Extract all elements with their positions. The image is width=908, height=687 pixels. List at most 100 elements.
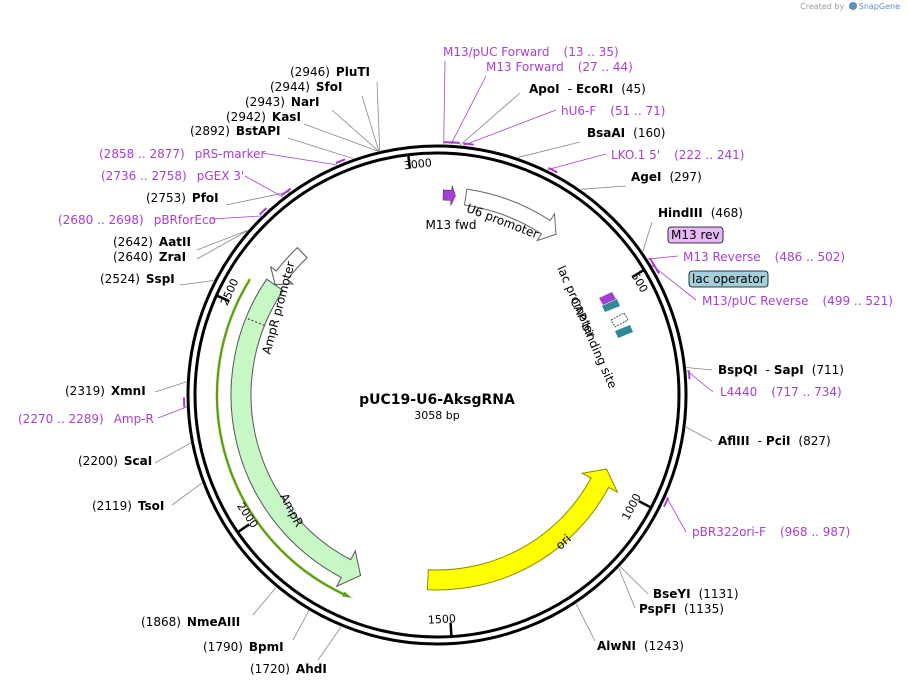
enzyme-label: BseYI(1131) (653, 587, 739, 601)
tick-mark (406, 154, 412, 169)
enzyme-label: BsaAI(160) (587, 126, 665, 140)
label-leader-line (154, 442, 191, 464)
label-leader-line (618, 567, 636, 609)
primer-label: L4440(717 .. 734) (720, 385, 842, 399)
primer-label: M13 Forward(27 .. 44) (486, 60, 633, 74)
u6-promoter-arrow (463, 188, 557, 242)
lac-operator-label: lac operator (692, 272, 765, 286)
primer-label: M13 Reverse(486 .. 502) (683, 250, 845, 264)
ampr-signal-divider (245, 317, 265, 326)
primer-label: pBR322ori-F(968 .. 987) (692, 525, 850, 539)
label-leader-line (292, 610, 310, 641)
primer-site-mark (280, 187, 292, 197)
enzyme-label: HindIII(468) (658, 206, 743, 220)
credit-prefix: Created by (800, 2, 845, 11)
feature-label-cap-binding-site: CAP binding site (567, 296, 620, 391)
label-leader-line (157, 406, 187, 419)
label-leader-line (179, 280, 214, 286)
enzyme-labels-left: (2946)PluTI (2944)SfoI (2943)NarI (2942)… (65, 65, 370, 676)
label-leader-line (196, 230, 248, 260)
enzyme-label: AgeI(297) (631, 170, 702, 184)
label-leader-line (154, 381, 187, 393)
label-leader-line (317, 626, 342, 661)
enzyme-label: (2524)SspI (100, 272, 175, 286)
primer-label: (2858 .. 2877)pRS-marker (99, 147, 265, 161)
label-leader-line (686, 370, 714, 393)
tick-mark (215, 294, 230, 303)
label-leader-line (463, 109, 557, 146)
m13-rev-label: M13 rev (671, 228, 720, 242)
plasmid-length: 3058 bp (414, 409, 459, 422)
label-leader-line (261, 152, 337, 166)
ampr-cds-arrow (215, 277, 355, 600)
label-leader-line (459, 92, 521, 146)
primer-site-mark (652, 263, 660, 275)
primer-site-mark (258, 207, 268, 216)
enzyme-label: (2944)SfoI (270, 80, 342, 94)
primer-label: (2270 .. 2289)Amp-R (18, 412, 154, 426)
label-leader-line (450, 75, 487, 145)
tick-label: 2000 (234, 500, 261, 530)
tick-mark (236, 523, 250, 534)
primer-label: hU6-F(51 .. 71) (561, 104, 665, 118)
enzyme-label: AlwNI(1243) (597, 639, 684, 653)
enzyme-label: (2892)BstAPI (190, 124, 280, 138)
primer-site-mark (450, 141, 460, 145)
enzyme-label: PspFI(1135) (639, 602, 724, 616)
m13-rev-label-box (667, 226, 724, 244)
primer-label: M13/pUC Forward(13 .. 35) (443, 45, 619, 59)
label-leader-line (171, 482, 203, 506)
label-leader-line (686, 367, 713, 371)
label-leader-line (244, 175, 283, 198)
tick-mark (638, 499, 652, 509)
tick-label: 1000 (619, 491, 644, 522)
label-leader-line (651, 264, 697, 301)
plasmid-name: pUC19-U6-AksgRNA (359, 392, 515, 408)
label-leader-line (642, 221, 653, 252)
feature-label-m13-fwd: M13 fwd (426, 218, 477, 232)
enzyme-label: (1720)AhdI (250, 662, 327, 676)
lac-promoter-glyph (610, 312, 629, 328)
primer-label: (2680 .. 2698)pBRforEco (58, 213, 216, 227)
m13-fwd-arrow (442, 185, 456, 206)
label-leader-line (619, 566, 649, 595)
primer-site-mark (687, 370, 691, 380)
label-leader-line (225, 191, 290, 206)
tick-mark (449, 622, 453, 637)
primer-site-mark (463, 142, 474, 146)
label-leader-line (211, 215, 262, 220)
credit-brand: SnapGene (858, 2, 900, 11)
enzyme-label: (2642)AatII (113, 235, 191, 249)
primer-label: LKO.1 5'(222 .. 241) (611, 148, 745, 162)
enzyme-label: (1790)BpmI (203, 640, 284, 654)
label-leader-line (575, 603, 596, 642)
label-leader-line (580, 185, 627, 190)
backbone-outer-strand (186, 144, 688, 646)
ori-arrow (426, 468, 619, 591)
enzyme-label: BspQI-SapI(711) (718, 363, 844, 377)
enzyme-label: (2119)TsoI (92, 499, 164, 513)
label-leader-line (547, 153, 607, 171)
enzyme-label: (2946)PluTI (290, 65, 370, 79)
primer-site-mark (548, 166, 558, 174)
primer-site-mark (335, 158, 346, 164)
enzyme-label: (2942)KasI (226, 110, 301, 124)
label-leader-line (287, 137, 354, 159)
snapgene-logo-icon (848, 2, 857, 10)
enzyme-label: (2319)XmnI (65, 384, 146, 398)
label-leader-line (666, 496, 687, 533)
label-leader-line (647, 255, 679, 260)
tick-label: 3000 (403, 156, 432, 172)
label-leader-line (252, 587, 277, 616)
cap-site-glyph (615, 325, 633, 338)
enzyme-label: (2200)ScaI (78, 454, 152, 468)
enzyme-label: (2640)ZraI (113, 250, 186, 264)
tick-label: 1500 (428, 612, 457, 627)
label-leader-line (376, 81, 381, 151)
label-leader-line (517, 141, 581, 158)
ampr-promoter-arrow (269, 246, 308, 286)
label-leader-line (685, 426, 713, 442)
primer-site-mark (663, 497, 670, 508)
primer-labels: M13/pUC Forward(13 .. 35) M13 Forward(27… (18, 45, 893, 539)
